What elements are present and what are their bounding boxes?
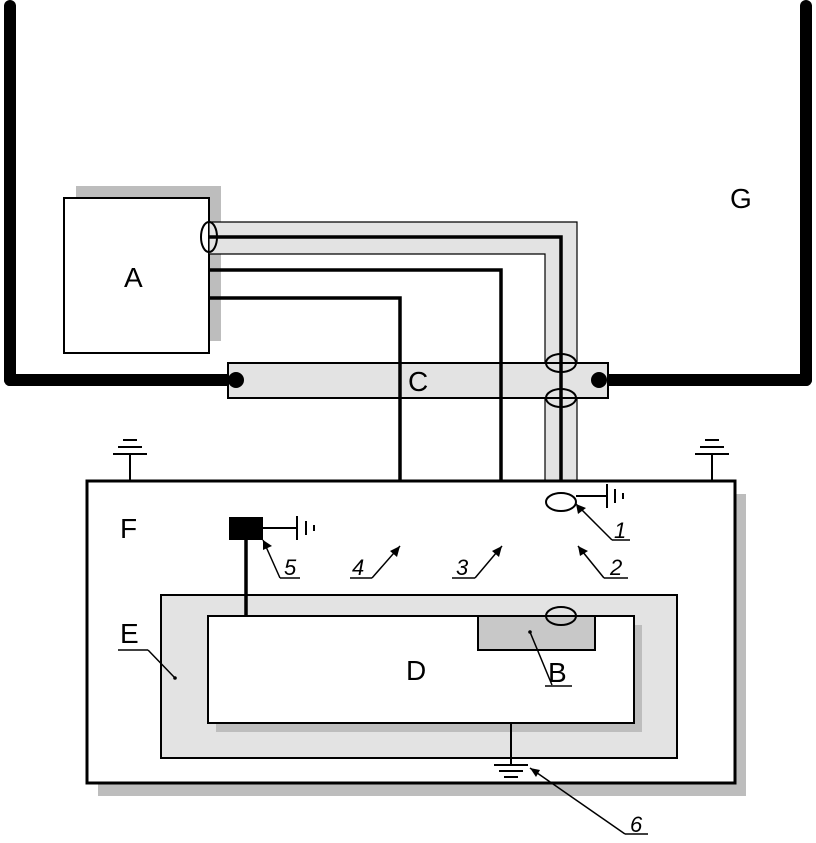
label-e: E xyxy=(120,618,139,649)
label-d: D xyxy=(406,655,426,686)
label-b: B xyxy=(548,657,567,688)
ground-pad-5 xyxy=(229,517,296,616)
callout-4: 4 xyxy=(352,555,364,580)
label-f: F xyxy=(120,513,137,544)
label-a: A xyxy=(124,262,143,293)
enclosure-g xyxy=(4,0,812,386)
callout-3: 3 xyxy=(456,555,469,580)
chassis-ground-icon xyxy=(296,516,315,540)
block-a xyxy=(63,186,221,354)
ground-symbol-right-icon xyxy=(695,439,729,481)
label-c: C xyxy=(408,366,428,397)
ground-symbol-left-icon xyxy=(113,439,147,481)
callout-1: 1 xyxy=(614,518,626,543)
callout-2: 2 xyxy=(609,555,622,580)
cable-shield-ring-icon xyxy=(200,221,577,626)
callout-arrowheads xyxy=(263,504,588,777)
callout-5: 5 xyxy=(284,555,297,580)
earth-ground-icon xyxy=(494,723,528,778)
label-g: G xyxy=(730,183,752,214)
block-b xyxy=(477,615,596,651)
bulkhead-c xyxy=(227,362,609,399)
shield-ground-1 xyxy=(576,484,624,508)
callout-6: 6 xyxy=(630,812,643,837)
leader-b xyxy=(529,631,553,686)
